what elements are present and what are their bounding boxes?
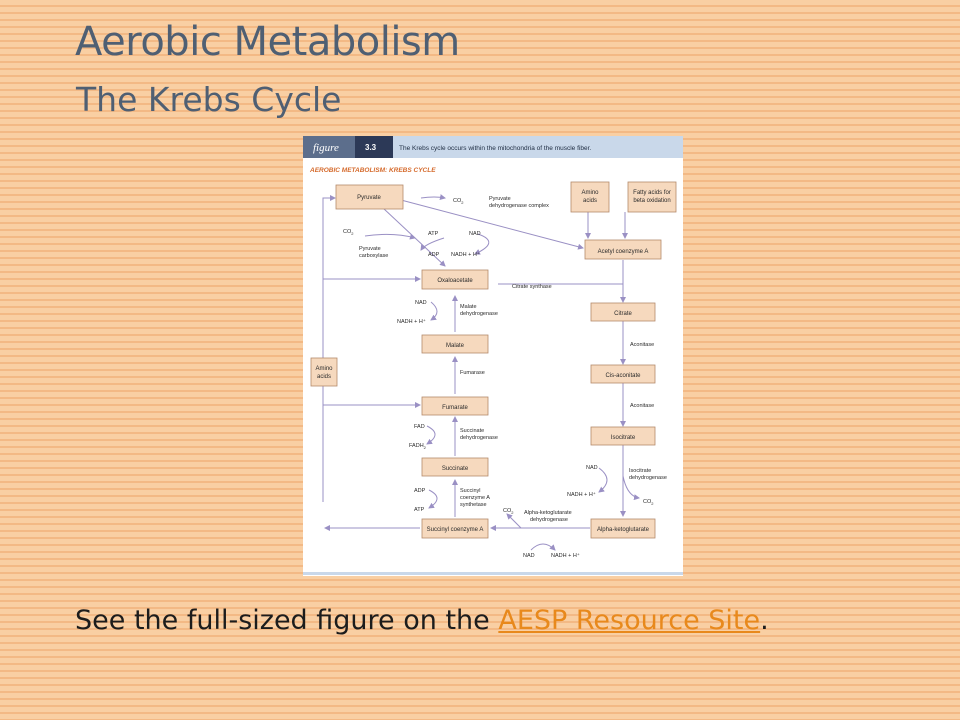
node-citrate [590, 302, 656, 322]
node-oxaloacetate [421, 269, 489, 290]
synthetase-loop [428, 489, 438, 509]
amino-left-label-1: Amino [315, 366, 333, 372]
succinyl-label: Succinyl coenzyme A [427, 527, 484, 533]
node-pyruvate [335, 184, 404, 210]
nadh-akg-label: NADH + H⁺ [551, 552, 580, 559]
node-amino-acids-left [310, 357, 338, 387]
isocitrate-dh-label-1: Isocitrate [629, 468, 651, 474]
cis-aconitate-label: Cis-aconitate [605, 373, 641, 379]
diagram-title: AEROBIC METABOLISM: KREBS CYCLE [309, 167, 436, 174]
amino-top-label-1: Amino [581, 190, 599, 196]
slide-subtitle: The Krebs Cycle [76, 80, 342, 119]
fadh2-label: FADH2 [409, 443, 427, 450]
succinate-label: Succinate [442, 466, 469, 472]
isocitrate-co2-arrow [622, 475, 640, 501]
aesp-resource-link[interactable]: AESP Resource Site [498, 605, 761, 636]
pyruvate-to-acetyl-arrow [400, 199, 584, 250]
node-cis-aconitate [590, 364, 656, 384]
footer-prefix: See the full-sized figure on the [75, 605, 499, 636]
figure-caption: The Krebs cycle occurs within the mitoch… [399, 145, 591, 152]
aconitase-label-2: Aconitase [630, 403, 654, 409]
figure-number: 3.3 [365, 143, 377, 152]
atp-top-label: ATP [428, 231, 439, 237]
isocitrate-dh-loop [598, 467, 608, 493]
isocitrate-dh-label-2: dehydrogenase [629, 475, 667, 481]
figure-header-bar [303, 136, 683, 158]
akg-co2-label: CO2 [503, 508, 514, 515]
malate-dh-label-1: Malate [460, 304, 477, 310]
node-alpha-ketoglutarate [590, 518, 656, 539]
fumarase-label: Fumarase [460, 370, 485, 376]
succinate-dh-loop [426, 425, 436, 445]
amino-top-label-2: acids [583, 198, 597, 204]
atp-adp-arrow [420, 237, 445, 251]
isocitrate-label: Isocitrate [611, 435, 636, 441]
malate-label: Malate [446, 343, 465, 349]
adp-synthetase-label: ADP [414, 488, 426, 494]
figure-tag: figure [313, 142, 339, 154]
nadh-isocitrate-label: NADH + H⁺ [567, 491, 596, 498]
akg-dh-loop [530, 543, 556, 551]
fatty-label-1: Fatty acids for [633, 190, 671, 196]
figure-bottom-bar [303, 572, 683, 575]
nad-nadh-arrow [474, 233, 490, 255]
adp-top-label: ADP [428, 252, 440, 258]
carboxylase-co2-label: CO2 [343, 229, 354, 236]
node-malate [421, 334, 489, 354]
fatty-label-2: beta oxidation [633, 198, 670, 204]
synthetase-label-1: Succinyl [460, 488, 480, 494]
carboxylase-co2-arrow [364, 233, 416, 240]
figure-number-bg [355, 136, 393, 158]
fumarate-label: Fumarate [442, 405, 468, 411]
akg-dh-label-2: dehydrogenase [530, 517, 568, 523]
citrate-synthase-label: Citrate synthase [512, 284, 552, 290]
nad-isocitrate-label: NAD [586, 465, 598, 471]
alpha-kg-label: Alpha-ketoglutarate [597, 527, 650, 533]
succinate-dh-label-1: Succinate [460, 428, 484, 434]
node-isocitrate [590, 426, 656, 446]
atp-synthetase-label: ATP [414, 507, 425, 513]
succinate-dh-label-2: dehydrogenase [460, 435, 498, 441]
amino-left-label-2: acids [317, 374, 331, 380]
synthetase-label-3: synthetase [460, 502, 487, 508]
akg-dh-label-1: Alpha-ketoglutarate [524, 510, 572, 516]
node-amino-acids-top [570, 181, 610, 213]
slide-title: Aerobic Metabolism [75, 19, 460, 65]
node-succinyl-coa [421, 518, 489, 539]
acetyl-label: Acetyl coenzyme A [598, 249, 649, 255]
nad-top-label: NAD [469, 231, 481, 237]
malate-dh-label-2: dehydrogenase [460, 311, 498, 317]
citrate-label: Citrate [614, 311, 632, 317]
acetyl-to-cycle-line [498, 260, 624, 285]
isocitrate-co2-label: CO2 [643, 499, 654, 506]
node-fatty-acids [627, 181, 677, 213]
malate-dh-loop [430, 301, 438, 321]
oxaloacetate-label: Oxaloacetate [437, 278, 473, 284]
pdh-co2-label: CO2 [453, 198, 464, 205]
node-acetyl-coa [584, 239, 662, 260]
krebs-cycle-figure: figure 3.3 The Krebs cycle occurs within… [303, 136, 683, 576]
synthetase-label-2: coenzyme A [460, 495, 490, 501]
pyr-carbox-label-2: carboxylase [359, 253, 388, 259]
pyruvate-label: Pyruvate [357, 195, 381, 201]
left-outer-line [322, 195, 336, 502]
pdh-label-2: dehydrogenase complex [489, 203, 549, 209]
nad-malate-label: NAD [415, 300, 427, 306]
pdh-co2-arrow [420, 194, 446, 200]
footer-suffix: . [760, 605, 769, 636]
footer-text: See the full-sized figure on the AESP Re… [75, 602, 769, 640]
nadh-malate-label: NADH + H⁺ [397, 318, 426, 325]
pdh-label-1: Pyruvate [489, 196, 511, 202]
nadh-top-label: NADH + H⁺ [451, 251, 480, 258]
figure-tag-bg [303, 136, 355, 158]
nad-akg-label: NAD [523, 553, 535, 559]
aconitase-label-1: Aconitase [630, 342, 654, 348]
pyr-carbox-label-1: Pyruvate [359, 246, 381, 252]
node-fumarate [421, 396, 489, 416]
akg-co2-arrow [506, 513, 522, 529]
node-succinate [421, 457, 489, 477]
fad-label: FAD [414, 424, 425, 430]
